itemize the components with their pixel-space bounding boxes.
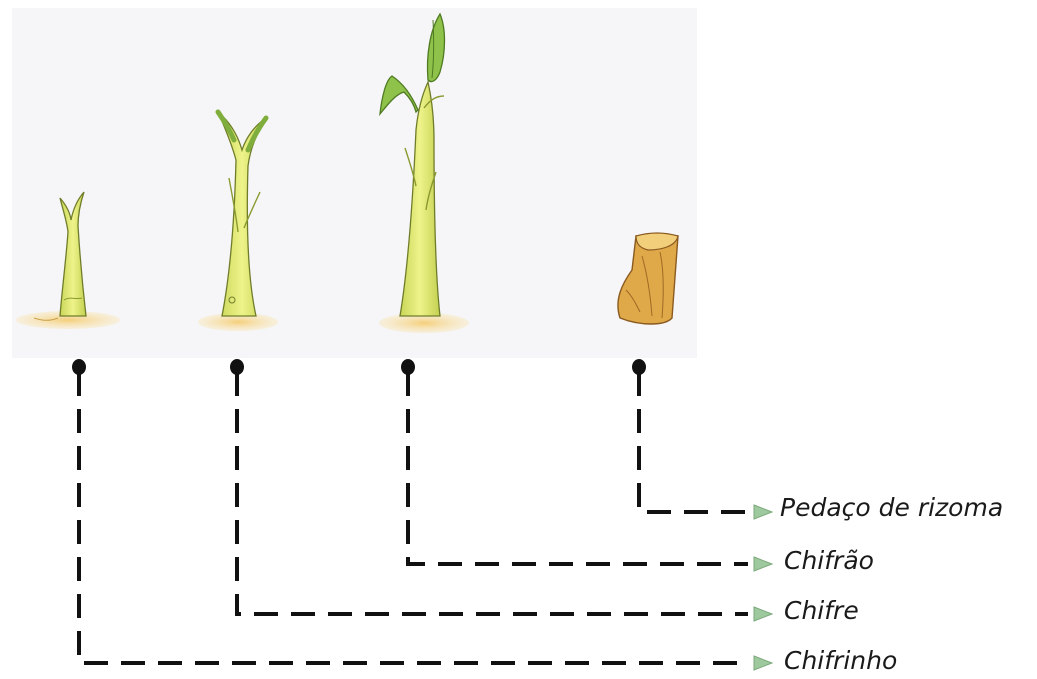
connector-chifre <box>237 372 748 614</box>
arrow-heads <box>754 505 772 670</box>
pin-chifrinho <box>72 359 86 375</box>
pin-rizoma <box>632 359 646 375</box>
label-pedaco-de-rizoma: Pedaço de rizoma <box>780 495 1003 520</box>
pin-heads <box>72 359 646 375</box>
pin-chifre <box>230 359 244 375</box>
connector-chifrao <box>408 372 748 564</box>
label-chifrinho: Chifrinho <box>784 648 897 673</box>
pin-chifrao <box>401 359 415 375</box>
label-chifrao: Chifrão <box>784 548 874 573</box>
illustration-panel <box>12 8 697 358</box>
arrow-chifrinho <box>754 656 772 670</box>
label-chifre: Chifre <box>784 598 859 623</box>
arrow-chifrao <box>754 557 772 571</box>
connector-lines <box>79 372 748 663</box>
connector-rizoma <box>639 372 748 512</box>
arrow-rizoma <box>754 505 772 519</box>
arrow-chifre <box>754 607 772 621</box>
connector-chifrinho <box>79 372 748 663</box>
